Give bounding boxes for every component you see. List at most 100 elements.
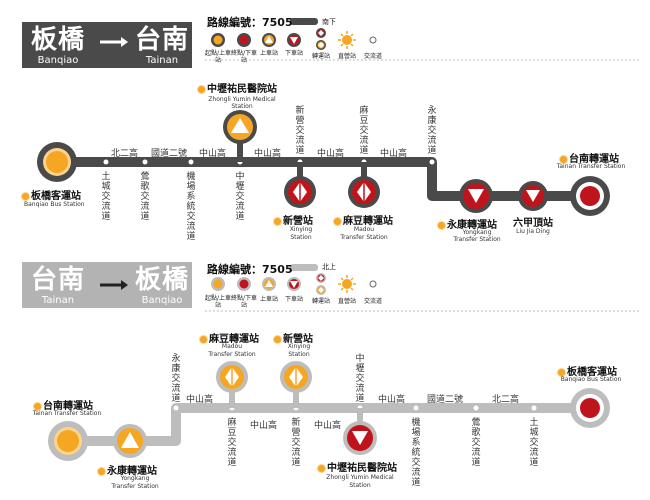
south-station-liujiading-name: 六甲頂站 — [513, 218, 553, 229]
south-ic-tucheng: 土城交流道 — [101, 172, 111, 222]
southbound-route-label: 路線編號：7505 — [207, 16, 293, 29]
south-station-tainan-en: Tainan Transfer Station — [556, 163, 626, 170]
south-road-zhongshan-2: 中山高 — [254, 149, 282, 159]
legend-bottom — [211, 273, 377, 295]
south-station-yumin-en1: Zhongli Yumin Medical — [208, 96, 276, 103]
northbound-direction-tag: 北上 — [322, 263, 336, 271]
northbound-line-swatch — [290, 264, 318, 271]
south-ic-madou: 麻豆交流道 — [359, 106, 369, 156]
legend-start-up: 起點/上車站 — [204, 50, 232, 64]
south-ic-yongkang: 永康交流道 — [427, 106, 437, 156]
direct-station-icon — [558, 368, 565, 376]
southbound-arrow-icon — [100, 37, 128, 47]
southbound-interchanges — [103, 159, 435, 165]
south-station-yongkang-name: 永康轉運站 — [438, 216, 497, 231]
north-ic-xinying: 新營交流道 — [291, 418, 301, 468]
south-road-zhongshan-3: 中山高 — [317, 149, 345, 159]
north-station-tainan-en: Tainan Transfer Station — [32, 410, 102, 417]
north-station-xinying-en2: Station — [288, 351, 310, 358]
north-station-yumin-name: 中壢祐民醫院站 — [318, 459, 397, 474]
northbound-from-zh: 台南 — [30, 265, 85, 295]
direct-station-icon — [560, 155, 567, 163]
south-station-tainan-marker — [570, 176, 610, 216]
north-station-xinying-marker — [280, 361, 312, 408]
south-ic-zhongli: 中壢交流道 — [235, 172, 245, 222]
south-ic-jichang: 機場系統交流道 — [186, 172, 196, 242]
direct-station-icon — [274, 217, 281, 225]
direct-station-icon — [22, 192, 29, 200]
south-ic-xinying: 新營交流道 — [295, 106, 305, 156]
legend-interchange: 交流道 — [363, 53, 382, 60]
north-ic-yongkang: 永康交流道 — [171, 354, 181, 404]
north-road-zhongshan-2: 中山高 — [250, 421, 278, 431]
north-station-yumin-marker — [343, 408, 377, 455]
south-road-zhongshan-4: 中山高 — [380, 149, 408, 159]
north-ic-jichang: 機場系統交流道 — [411, 418, 421, 488]
south-station-madou-en2: Transfer Station — [340, 234, 388, 241]
northbound-arrow-icon — [100, 280, 128, 290]
north-station-banqiao-name: 板橋客運站 — [558, 363, 617, 378]
northbound-banner-text: 台南 Tainan 板橋 Banqiao — [22, 262, 192, 308]
north-station-tainan-marker — [48, 421, 88, 461]
legend2-board: 上車站 — [259, 296, 278, 303]
north-station-banqiao-en: Banqiao Bus Station — [560, 376, 622, 383]
south-station-banqiao-name: 板橋客運站 — [22, 187, 81, 202]
southbound-from-zh: 板橋 — [30, 25, 85, 55]
southbound-banner — [22, 22, 192, 68]
southbound-to-zh: 台南 — [134, 25, 189, 55]
northbound-to-zh: 板橋 — [134, 265, 189, 295]
south-station-xinying-marker — [284, 162, 316, 208]
legend2-alight: 下車站 — [284, 296, 303, 303]
direct-station-icon — [34, 402, 41, 410]
south-station-banqiao-marker — [37, 142, 77, 182]
north-ic-zhongli: 中壢交流道 — [355, 354, 365, 404]
southbound-from-en: Banqiao — [37, 55, 79, 66]
northbound-from-en: Tainan — [41, 295, 75, 306]
north-ic-tucheng: 土城交流道 — [529, 418, 539, 468]
southbound-route-line — [57, 157, 590, 201]
northbound-route-label: 路線編號：7505 — [207, 263, 293, 276]
south-station-xinying-en1: Xinying — [289, 226, 313, 233]
south-station-xinying-en2: Station — [290, 234, 312, 241]
south-station-banqiao-en: Banqiao Bus Station — [24, 201, 85, 208]
north-road-guodao2: 國道二號 — [427, 395, 464, 405]
legend2-start-up: 起點/上車站 — [204, 295, 232, 309]
south-ic-yingge: 鶯歌交流道 — [140, 172, 150, 222]
north-ic-yingge: 鶯歌交流道 — [471, 418, 481, 468]
south-station-liujiading-marker — [518, 181, 548, 211]
direct-station-icon — [274, 335, 281, 343]
north-road-beier: 北二高 — [492, 395, 520, 405]
south-station-yongkang-marker — [459, 179, 493, 213]
legend2-direct: 直營站 — [337, 298, 356, 305]
legend-direct: 直營站 — [337, 53, 356, 60]
legend2-transfer: 轉運站 — [311, 298, 330, 305]
north-station-madou-en2: Transfer Station — [208, 351, 256, 358]
direct-station-icon — [200, 335, 207, 343]
legend-end-down: 終點/下車站 — [230, 50, 258, 64]
direct-station-icon — [198, 85, 205, 93]
north-station-yumin-en2: Station — [349, 482, 371, 489]
south-road-zhongshan-1: 中山高 — [199, 149, 227, 159]
south-station-tainan-name: 台南轉運站 — [560, 150, 619, 165]
north-station-yongkang-name: 永康轉運站 — [98, 462, 157, 477]
north-station-yongkang-en2: Transfer Station — [111, 483, 159, 490]
legend-transfer: 轉運站 — [311, 53, 330, 60]
direct-station-icon — [98, 467, 105, 475]
south-station-madou-name: 麻豆轉運站 — [334, 212, 393, 227]
legend2-interchange: 交流道 — [363, 298, 382, 305]
south-station-yumin-en2: Station — [231, 103, 253, 110]
north-station-madou-name: 麻豆轉運站 — [200, 330, 259, 345]
legend-top — [211, 28, 377, 50]
north-station-yongkang-marker — [113, 424, 147, 458]
south-station-yongkang-en2: Transfer Station — [453, 236, 501, 243]
south-station-madou-marker — [348, 162, 380, 208]
southbound-banner-text: 板橋 Banqiao 台南 Tainan — [22, 22, 192, 68]
south-road-guodao2: 國道二號 — [151, 149, 188, 159]
south-road-beier: 北二高 — [111, 149, 139, 159]
north-road-zhongshan-1: 中山高 — [186, 395, 214, 405]
northbound-to-en: Banqiao — [141, 295, 183, 306]
north-road-zhongshan-3: 中山高 — [314, 421, 342, 431]
direct-station-icon — [334, 217, 341, 225]
north-station-xinying-name: 新營站 — [274, 330, 313, 345]
